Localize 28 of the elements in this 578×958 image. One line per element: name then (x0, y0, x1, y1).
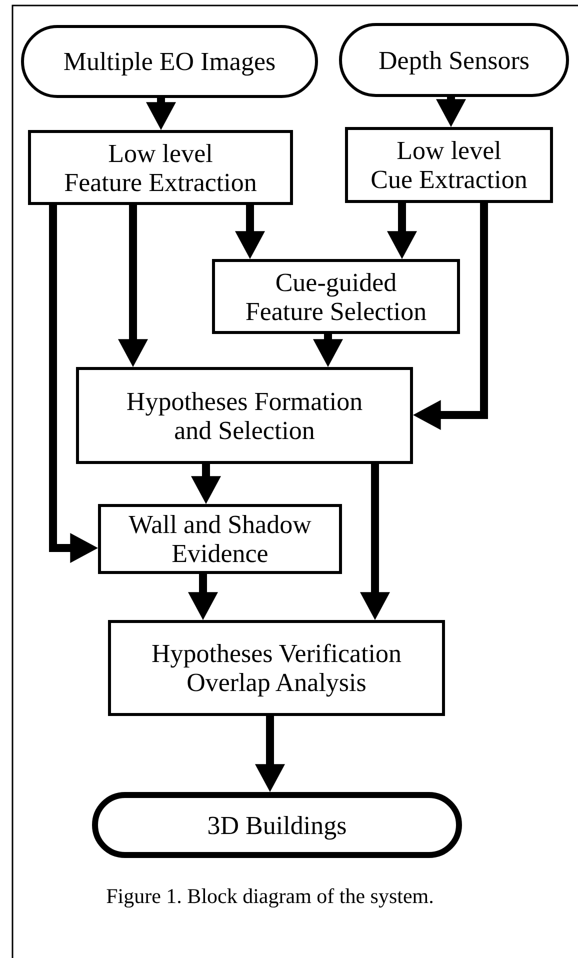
arrow (360, 464, 390, 620)
arrow (146, 98, 176, 130)
arrow (436, 97, 466, 127)
node-label: Wall and Shadow Evidence (128, 510, 312, 568)
process-box (212, 259, 460, 334)
node-label: Low level Cue Extraction (370, 136, 528, 194)
arrow (191, 464, 221, 504)
arrow (387, 203, 417, 259)
arrow (255, 716, 285, 792)
node-label: Cue-guided Feature Selection (245, 268, 427, 326)
node-label: Multiple EO Images (63, 47, 276, 76)
arrow (235, 205, 265, 259)
process-box (28, 130, 293, 205)
node-label: Depth Sensors (378, 46, 530, 74)
arrow (118, 205, 148, 367)
node-label: Low level Feature Extraction (64, 138, 257, 196)
process-box (98, 504, 342, 574)
process-box (108, 620, 445, 716)
process-box (76, 367, 413, 464)
arrow (49, 205, 98, 563)
arrow (413, 203, 488, 430)
process-box (345, 127, 553, 203)
arrow (313, 334, 343, 367)
node-label: 3D Buildings (207, 810, 347, 840)
node-label: Hypotheses Formation and Selection (126, 386, 363, 444)
node-label: Hypotheses Verification Overlap Analysis (151, 639, 402, 697)
caption: Figure 1. Block diagram of the system. (105, 884, 435, 909)
arrow (188, 574, 218, 620)
